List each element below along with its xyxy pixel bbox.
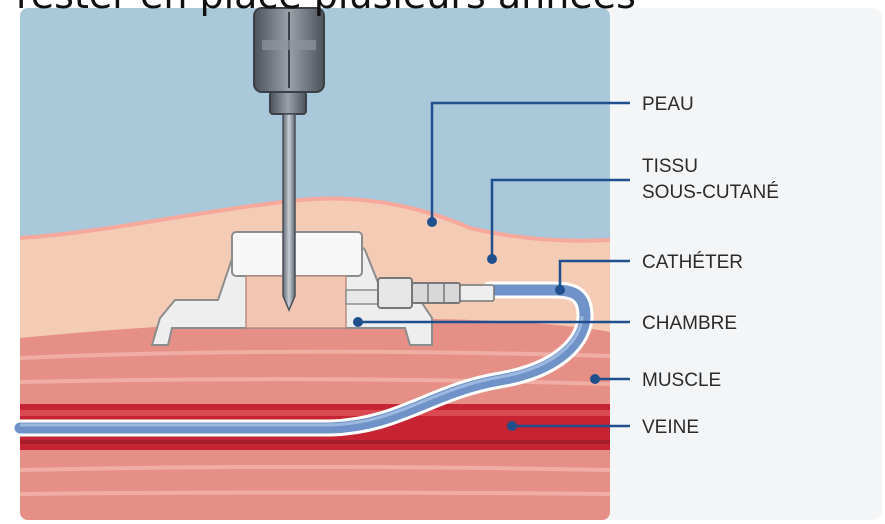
label-subcutaneous-line1: TISSU bbox=[642, 156, 698, 177]
label-chamber: CHAMBRE bbox=[642, 313, 737, 334]
label-vein: VEINE bbox=[642, 417, 699, 438]
label-skin: PEAU bbox=[642, 94, 694, 115]
label-subcutaneous-line2: SOUS-CUTANÉ bbox=[642, 182, 779, 203]
label-catheter: CATHÉTER bbox=[642, 252, 743, 273]
label-muscle: MUSCLE bbox=[642, 370, 721, 391]
slide-title: rester en place plusieurs années bbox=[16, 0, 636, 14]
